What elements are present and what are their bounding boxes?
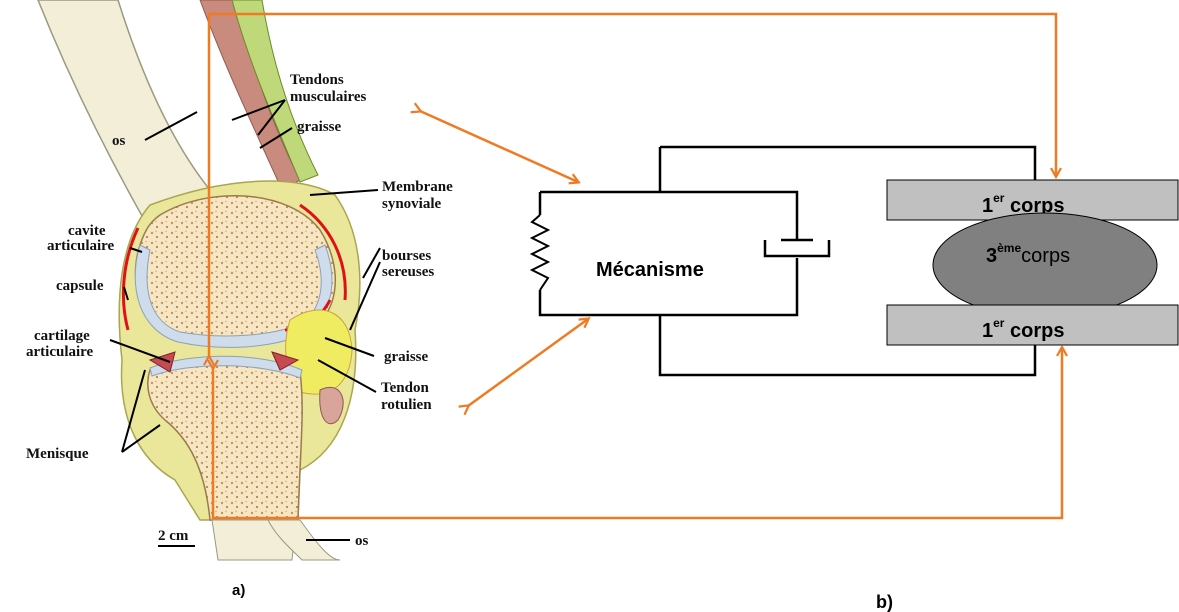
label-tendon-1: Tendon [381,380,429,396]
arrow-tendon-rotulien-to-mechanism [468,319,588,406]
label-membrane-2: synoviale [382,196,442,212]
label-membrane-1: Membrane [382,179,453,195]
label-tendon-2: rotulien [381,397,432,413]
caption-b: b) [876,592,893,612]
label-cavite-2: articulaire [47,238,115,254]
damper-icon [765,240,829,256]
spring-icon [532,215,548,290]
caption-a: a) [232,582,245,599]
label-tendons-2: musculaires [290,89,367,105]
mechanism-box [540,192,797,315]
label-graisse-bottom: graisse [384,349,429,365]
label-bourses-1: bourses [382,248,431,264]
label-os-top: os [112,133,126,149]
mechanism-label: Mécanisme [596,259,704,281]
label-tendons-1: Tendons [290,72,344,88]
label-bourses-2: sereuses [382,264,434,280]
label-menisque: Menisque [26,446,89,462]
scale-bar-label: 2 cm [158,528,189,544]
tribology-model: Mécanisme 1er corps 3èmecorps 1er corps … [532,147,1178,612]
label-cartilage-2: articulaire [26,344,94,360]
label-cavite-1: cavite [68,223,106,239]
label-graisse-top: graisse [297,119,342,135]
arrow-tendons-to-mechanism [420,111,578,182]
label-capsule: capsule [56,278,104,294]
label-cartilage-1: cartilage [34,328,90,344]
label-os-bottom: os [355,533,369,549]
